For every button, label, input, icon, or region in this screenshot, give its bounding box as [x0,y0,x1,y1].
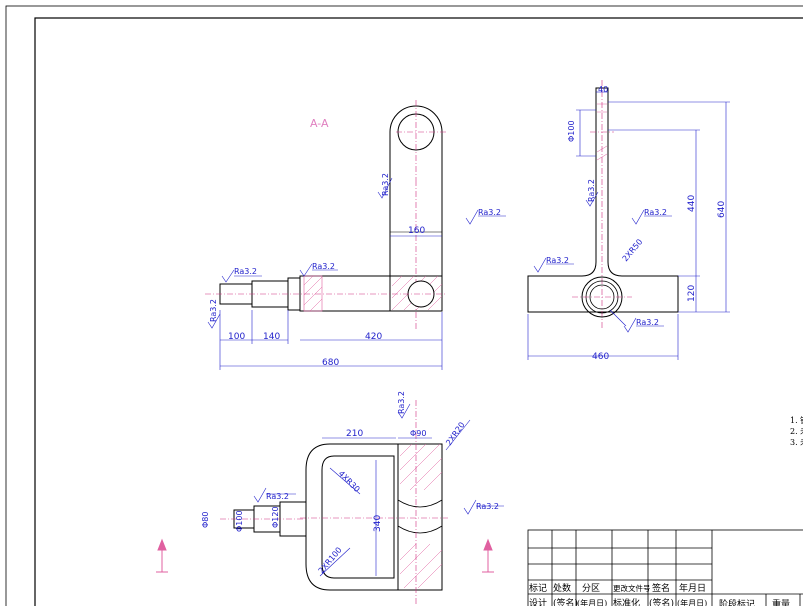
tb-chushu: 处数 [553,582,571,594]
tb-nianyueri: 年月日 [679,582,706,594]
tb-signature-2: (签名) [649,597,674,606]
tb-qianming: 签名 [652,582,670,594]
dim-420: 420 [365,332,382,342]
roughness-4: Ra3.2 [312,262,335,271]
tb-biaozhunhua: 标准化 [613,597,640,606]
dim-160: 160 [408,226,425,236]
tb-weight: 重量 [772,598,790,606]
roughness-5: Ra3.2 [209,299,218,322]
roughness-12: Ra3.2 [476,502,499,511]
dim-640: 640 [717,201,727,218]
front-view: A-A [205,100,506,370]
note-3: 3. 未 [790,437,803,447]
fillet-2xr100: 2XR100 [317,545,344,575]
roughness-10: Ra3.2 [397,391,406,414]
section-label: A-A [310,117,329,130]
dim-120: 120 [687,285,697,302]
roughness-8: Ra3.2 [546,256,569,265]
title-block [527,529,803,606]
tb-stage-mark: 阶段标记 [719,598,755,606]
roughness-7: Ra3.2 [644,208,667,217]
tb-signature-1: (签名) [553,597,578,606]
tb-biaoji: 标记 [529,582,547,594]
dim-210: 210 [346,429,363,439]
dim-dia100-top: Φ100 [235,510,244,532]
tb-date-1: (年月日) [577,598,607,606]
dim-40: 40 [598,85,608,94]
dim-140: 140 [263,332,280,342]
tb-genggai: 更改文件号 [613,583,651,593]
roughness-1: Ra3.2 [381,173,390,196]
inner-border [34,17,803,606]
dim-dia90: Φ90 [410,429,426,438]
fillet-4xr30: 4XR30 [337,469,362,494]
dim-dia100: Φ100 [567,120,576,142]
side-view: 40 Φ100 440 640 120 460 2XR50 Ra3.2 Ra3.… [527,80,730,362]
roughness-11: Ra3.2 [266,492,289,501]
roughness-6: Ra3.2 [587,179,596,202]
dim-460: 460 [592,352,609,362]
roughness-9: Ra3.2 [636,318,659,327]
fillet-2xr20: 2XR20 [444,420,466,447]
dim-340: 340 [373,515,383,532]
top-view: 210 Φ90 2XR20 4XR30 340 2XR100 Φ120 Φ100… [156,391,504,606]
fillet-2xr50: 2XR50 [621,237,645,263]
dim-dia80: Φ80 [201,512,210,528]
title-block-text: 标记 处数 分区 更改文件号 签名 年月日 设计 (签名) (年月日) 标准化 … [529,582,790,606]
tech-notes: 1. 锐 2. 未 3. 未 [790,415,803,447]
dim-440: 440 [687,195,697,212]
dim-100: 100 [228,332,245,342]
tb-sheji: 设计 [529,597,547,606]
roughness-2: Ra3.2 [478,208,501,217]
tb-date-2: (年月日) [677,598,707,606]
roughness-3: Ra3.2 [234,267,257,276]
note-2: 2. 未 [790,426,803,436]
dim-680: 680 [322,358,339,368]
tb-fenqu: 分区 [582,583,600,594]
dim-dia120: Φ120 [271,506,280,528]
outer-border [5,5,803,606]
note-1: 1. 锐 [790,415,803,425]
